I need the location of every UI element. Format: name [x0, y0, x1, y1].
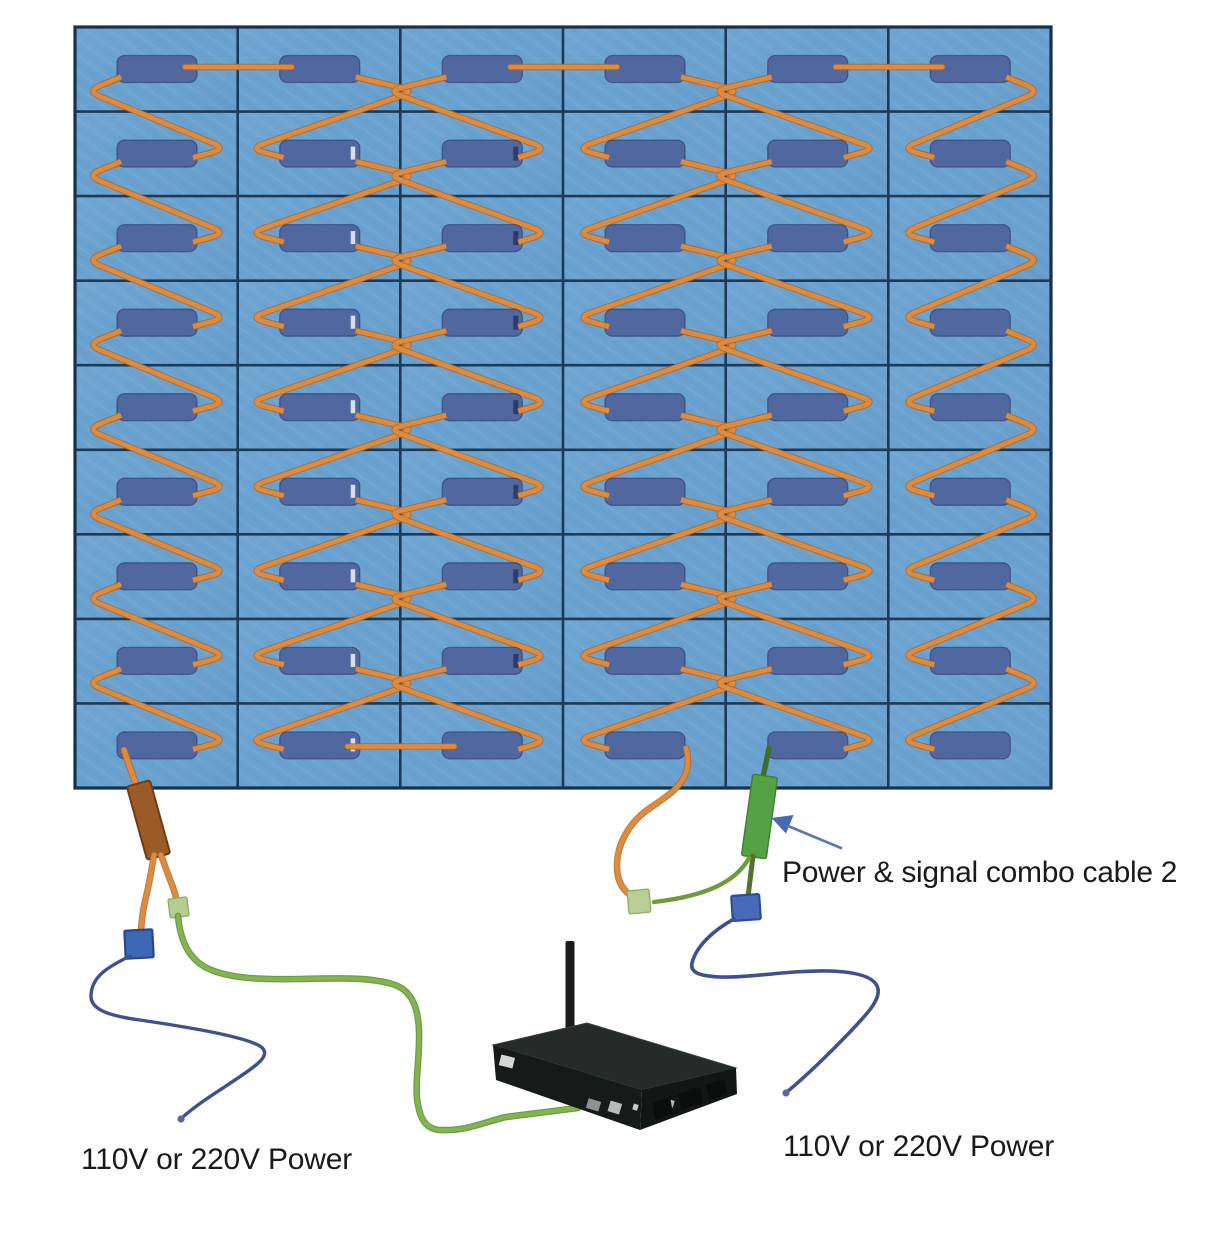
svg-text:110V or 220V Power: 110V or 220V Power [81, 1143, 352, 1176]
svg-text:110V or 220V Power: 110V or 220V Power [783, 1130, 1054, 1163]
svg-text:Power & signal combo cable 2: Power & signal combo cable 2 [782, 856, 1177, 889]
